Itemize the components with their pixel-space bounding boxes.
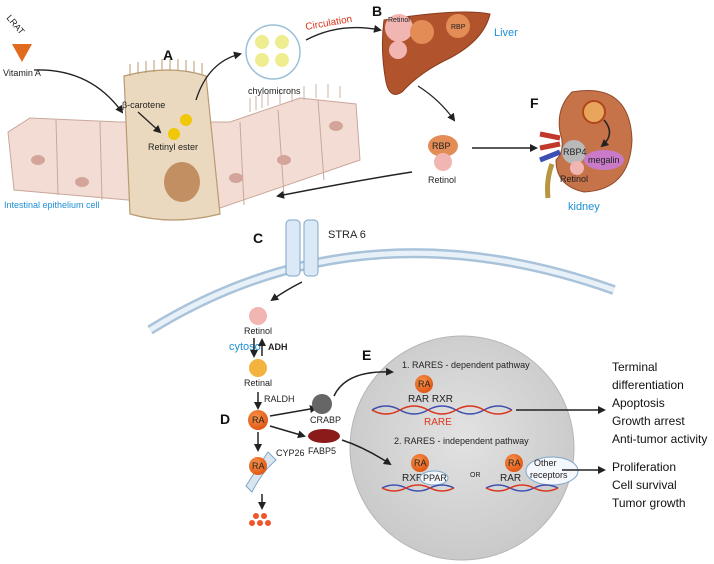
outcome-1-item: Apoptosis [612,396,665,410]
rbp-retinol-label: Retinol [428,175,456,185]
or-label: OR [470,472,481,479]
kidney-retinol-label: Retinol [560,174,588,184]
liver-rbp-blob [446,14,470,38]
rbp-blob [428,135,458,157]
fabp5-label: FABP5 [308,446,336,456]
dna-helix-2 [381,484,559,492]
intestinal-epithelium-label: Intestinal epithelium cell [4,200,100,210]
panel-c-label: C [253,230,263,246]
cytosol-label: cytosol [229,341,263,353]
rbp4-label: RBP4 [563,147,587,157]
crabp-label: CRABP [310,415,341,425]
panel-b-label: B [372,3,382,19]
lrat-label: LRAT [4,13,26,37]
ra-e3-blob [505,454,523,472]
outcomes-pathway-2: Proliferation Cell survival Tumor growth [612,460,686,510]
cytosol-retinol-blob [249,307,267,325]
retinal-blob [249,359,267,377]
dna-helix-rare [371,405,513,415]
ra-e3-label: RA [508,458,521,468]
ppar-blob [419,470,449,486]
vitamin-a-arrow [33,69,124,114]
liver-to-rbp-arrow [417,85,456,122]
chylomicrons-label: chylomicrons [248,86,301,96]
stra6-entry-arrow [270,281,303,302]
outcome-1-item: differentiation [612,378,684,392]
nucleus [349,335,575,561]
megalin-blob [584,150,624,170]
panel-d-label: D [220,411,230,427]
pathway-2-label: 2. RARES - independent pathway [394,436,529,446]
liver-label: Liver [494,27,518,39]
kidney-label: kidney [568,201,600,213]
crabp-blob [312,394,332,414]
ra-e2-blob [411,454,429,472]
outcomes-pathway-1: Terminal differentiation Apoptosis Growt… [612,360,707,446]
pathway-1-label: 1. RARES - dependent pathway [402,360,530,370]
rbp-retinol-blob [434,153,452,171]
ra-blob [248,410,268,430]
ra-cyp26-label: RA [252,461,265,471]
kidney-retinol-blob [570,161,584,175]
beta-carotene-label: β-carotene [122,100,165,110]
liver-rbp-label: RBP [451,24,466,31]
fabp5-blob [308,429,340,443]
ra-e2-label: RA [414,458,427,468]
enterocyte-cell [123,59,221,221]
stra6-label: STRA 6 [328,229,366,241]
ra-e1-label: RA [418,379,431,389]
megalin-label: megalin [588,155,620,165]
liver-orange-blob [410,20,434,44]
ppar-label: PPAR [423,473,447,483]
degraded-ra-dots [249,513,271,526]
other-label: Other [534,458,557,468]
ra-to-crabp-arrow [269,405,318,417]
fabp5-to-nucleus-arrow [341,439,392,466]
ra-label: RA [252,415,265,425]
rbp-label: RBP [432,141,451,151]
outcome-2-item: Cell survival [612,478,677,492]
retinyl-ester-label: Retinyl ester [148,142,198,152]
rar-label: RAR [500,473,521,484]
rbp4-blob [562,140,586,164]
ra-cyp26-blob [249,457,267,475]
panel-a-label: A [163,47,173,63]
circulation-arrow [305,24,382,41]
cyp26-label: CYP26 [276,448,305,458]
vitamin-a-icon [12,44,32,62]
ra-to-fabp5-arrow [269,425,306,439]
beta-carotene-dot [180,114,192,126]
outcome-1-item: Terminal [612,360,657,374]
rare-label: RARE [424,417,452,428]
lrat-arrow [137,111,162,134]
ra-e1-blob [415,375,433,393]
stra6-channel [285,219,319,277]
liver-retinol-blob [385,14,413,42]
rxr-label: RXR [402,473,423,484]
receptors-label: receptors [530,470,568,480]
rar-rxr-label: RAR RXR [408,394,453,405]
cytosol-retinol-label: Retinol [244,326,272,336]
circulation-label: Circulation [305,14,353,33]
liver-small-blob [389,41,407,59]
outcome-1-item: Growth arrest [612,414,685,428]
panel-e-label: E [362,347,371,363]
retinal-label: Retinal [244,378,272,388]
outcome-2-item: Proliferation [612,460,676,474]
liver-retinol-label: Retinol [388,17,410,24]
vitamin-a-label: Vitamin A [3,68,41,78]
chylomicrons-icon [245,24,301,80]
adh-label: ADH [268,342,288,352]
outcome-1-item: Anti-tumor activity [612,432,707,446]
outcome-2-item: Tumor growth [612,496,686,510]
retinyl-ester-dot [168,128,180,140]
panel-f-label: F [530,95,539,111]
crabp-to-nucleus-arrow [333,367,394,397]
raldh-label: RALDH [264,394,295,404]
chylomicron-arrow [195,51,242,101]
rbp-to-stra6-arrow [276,171,413,199]
